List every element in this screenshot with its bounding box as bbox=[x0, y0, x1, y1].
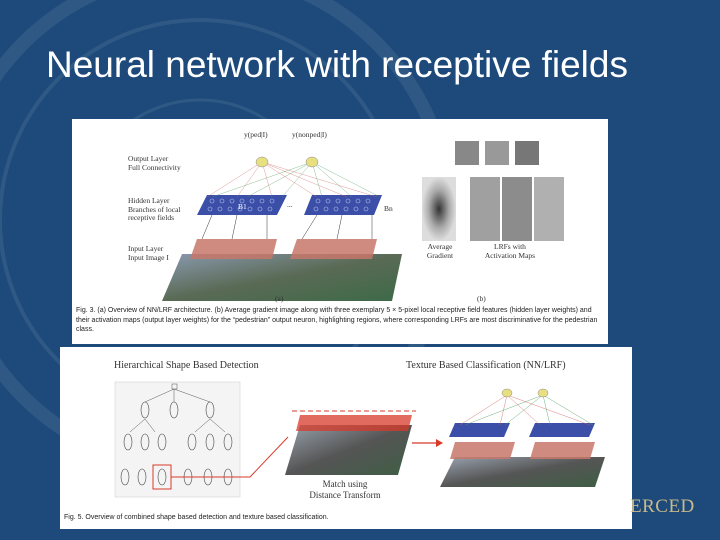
input-highlight-1 bbox=[190, 239, 277, 259]
label-node-nonpedestrian: y(nonped|I) bbox=[292, 130, 327, 139]
combined-pipeline-diagram bbox=[114, 381, 605, 498]
university-logo-text: ERCED bbox=[630, 496, 695, 517]
label-panel-a: (a) bbox=[275, 294, 284, 303]
lrf-feature-tiles bbox=[455, 141, 564, 241]
mini-output-node-1 bbox=[501, 388, 513, 398]
nn-lrf-diagram bbox=[162, 141, 564, 301]
figure2-caption: Fig. 5. Overview of combined shape based… bbox=[64, 514, 329, 521]
detection-image-plane bbox=[285, 425, 412, 475]
template-arrow bbox=[171, 436, 289, 478]
hidden-branch-1 bbox=[197, 195, 287, 215]
figure-nn-lrf-architecture: Output Layer Full Connectivity Hidden La… bbox=[72, 119, 608, 344]
input-image-plane bbox=[162, 254, 402, 301]
label-panel-b: (b) bbox=[477, 294, 486, 303]
label-node-pedestrian: y(ped|I) bbox=[244, 130, 268, 139]
label-dots: ... bbox=[287, 200, 293, 209]
mini-input-plane bbox=[440, 457, 605, 487]
mini-hidden-2 bbox=[529, 423, 595, 437]
header-shape-detection: Hierarchical Shape Based Detection bbox=[114, 360, 259, 371]
detection-red-band bbox=[296, 415, 412, 431]
label-lrfs: LRFs with Activation Maps bbox=[484, 242, 536, 260]
shape-template-tree bbox=[114, 381, 241, 498]
label-branch-b1: B1 bbox=[238, 202, 247, 211]
hidden-branch-n bbox=[304, 195, 382, 215]
label-output-layer: Output Layer Full Connectivity bbox=[128, 154, 181, 172]
input-highlight-2 bbox=[290, 239, 377, 259]
slide-title: Neural network with receptive fields bbox=[46, 44, 628, 85]
output-node-nonpedestrian bbox=[305, 156, 319, 168]
mini-output-node-2 bbox=[537, 388, 549, 398]
figure-combined-detection: Hierarchical Shape Based Detection Textu… bbox=[60, 347, 632, 529]
mini-hidden-1 bbox=[449, 423, 510, 437]
label-match-distance-transform: Match using Distance Transform bbox=[309, 479, 381, 500]
label-hidden-layer: Hidden Layer Branches of local receptive… bbox=[128, 196, 181, 222]
header-texture-classification: Texture Based Classification (NN/LRF) bbox=[406, 360, 566, 371]
output-node-pedestrian bbox=[255, 156, 269, 168]
label-input-layer: Input Layer Input Image I bbox=[128, 244, 169, 262]
label-branch-bn: Bn bbox=[384, 204, 393, 213]
label-average-gradient: Average Gradient bbox=[426, 242, 454, 260]
figure1-caption: Fig. 3. (a) Overview of NN/LRF architect… bbox=[76, 307, 598, 333]
average-gradient-image bbox=[422, 177, 456, 241]
